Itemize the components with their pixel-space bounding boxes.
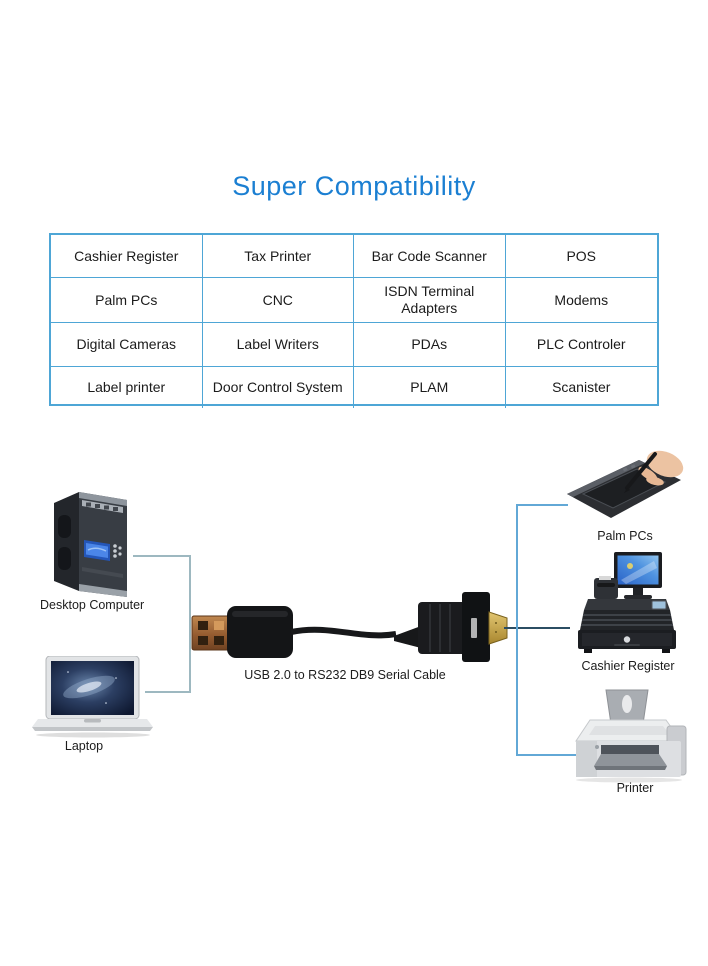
table-cell: Scanister [552,379,611,396]
desktop-computer-image [54,492,127,597]
table-cell: Palm PCs [51,278,203,323]
connector-line-right-vertical [516,504,518,756]
table-cell: PLAM [354,367,506,408]
db9-label [471,618,477,638]
desktop-computer-label: Desktop Computer [40,598,145,612]
table-cell: PDAs [354,323,506,367]
table-cell: Label printer [51,367,203,408]
table-cell: ISDN Terminal Adapters [354,278,506,323]
connector-line-palm [516,504,568,506]
palm-pc-image [567,450,684,518]
cashier-register-image [578,552,676,653]
connector-line-laptop [145,691,191,693]
cashier-register-label: Cashier Register [581,659,675,673]
connector-line-printer [516,754,586,756]
table-cell: Tax Printer [202,235,354,278]
connector-line-desktop [133,555,191,557]
table-cell: CNC [202,278,354,323]
compatibility-table: Cashier Register Tax Printer Bar Code Sc… [49,233,659,408]
table-cell: Door Control System [203,367,354,408]
table-cell: Modems [505,278,657,323]
usb-to-serial-cable-image [191,592,508,662]
table-cell: Bar Code Scanner [354,235,506,278]
connector-line-cable-to-register [504,627,570,629]
table-cell: Digital Cameras [51,323,203,367]
printer-image [575,689,687,783]
table-cell: Label Writers [202,323,354,367]
laptop-label: Laptop [64,739,104,753]
cable-label: USB 2.0 to RS232 DB9 Serial Cable [244,668,446,682]
table-cell: POS [505,235,657,278]
connector-line-left-vertical [189,555,191,693]
palm-pc-label: Palm PCs [597,529,653,543]
printer-label: Printer [616,781,654,795]
table-cell: PLC Controler [505,323,657,367]
laptop-image [32,656,153,738]
page-title: Super Compatibility [232,171,476,201]
table-cell: Cashier Register [51,235,203,278]
